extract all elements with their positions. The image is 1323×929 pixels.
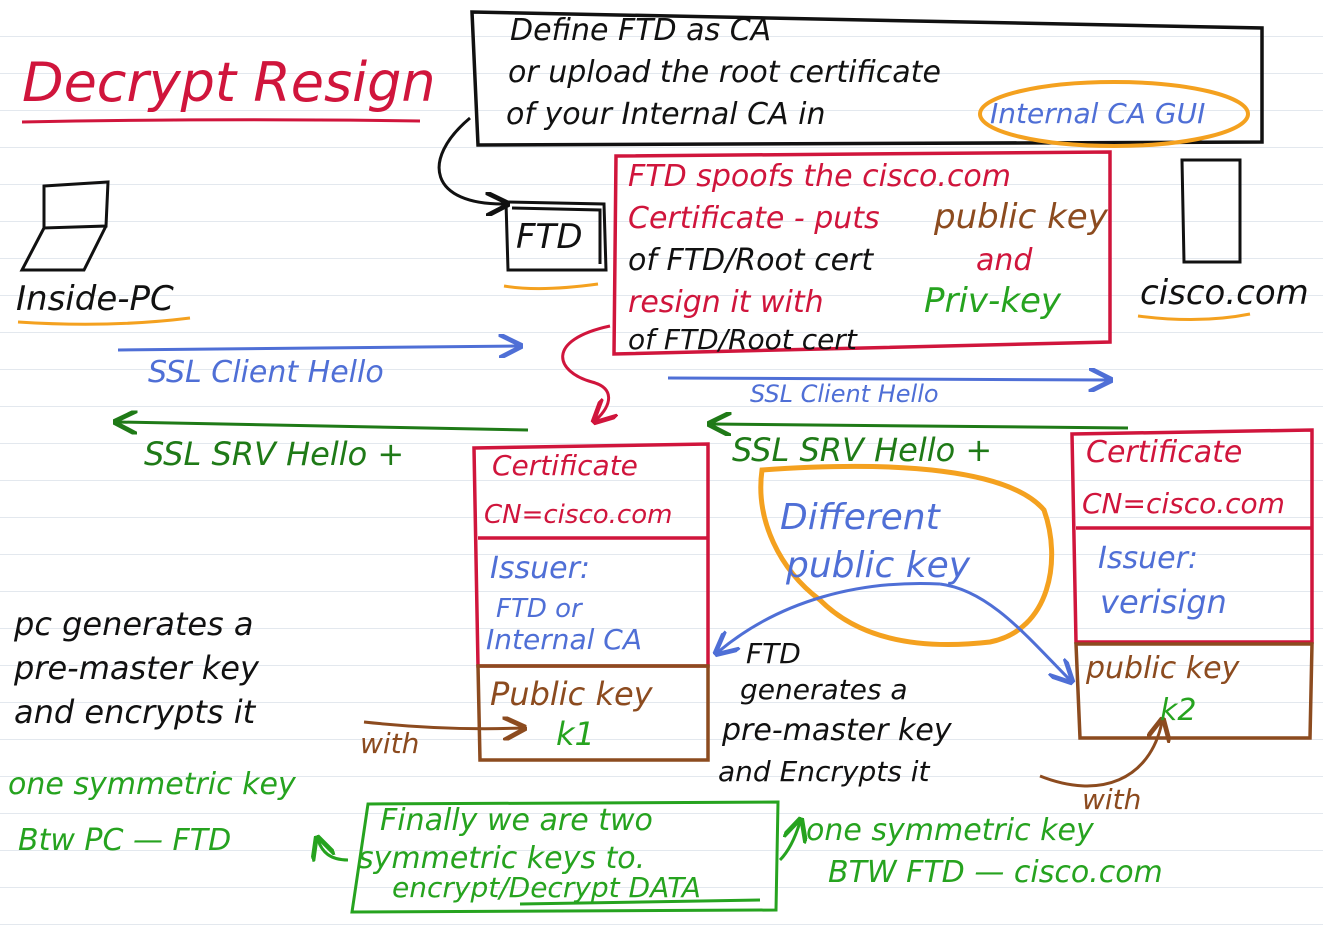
top-note-line3: of your Internal CA in (506, 97, 826, 132)
pc-with-arrow (363, 722, 522, 729)
title-underline (21, 118, 421, 124)
inside-pc-underline (17, 316, 191, 326)
ftd-note-box (612, 150, 1112, 356)
ftd-note-line3a: of FTD/Root cert (628, 243, 874, 278)
client-hello-label-2: SSL Client Hello (750, 380, 939, 408)
ftd-cert-issuer-label: Issuer: (490, 551, 591, 586)
different-key-line2: public key (786, 545, 971, 586)
top-note-highlight: Internal CA GUI (990, 97, 1206, 130)
ftd-gen-with: with (1082, 783, 1142, 816)
ftd-note-line4a: resign it with (628, 285, 824, 320)
sym-right-line2: BTW FTD — cisco.com (828, 855, 1163, 890)
ftd-underline (503, 282, 599, 291)
top-note-line2: or upload the root certificate (508, 55, 941, 90)
sym-left-line1: one symmetric key (8, 767, 296, 802)
server-hello-arrow-1 (118, 422, 529, 430)
internal-ca-highlight (978, 80, 1250, 148)
inside-pc-label: Inside-PC (16, 279, 174, 319)
ftd-cert-issuer-line2: Internal CA (486, 623, 643, 656)
different-key-line1: Different (780, 497, 940, 538)
different-key-outline (758, 463, 1055, 648)
top-note-box (470, 10, 1264, 147)
client-hello-label-1: SSL Client Hello (148, 355, 384, 390)
different-key-arrow-left (718, 582, 941, 652)
note-to-cert-arrow (561, 324, 610, 420)
client-hello-arrow-2 (667, 378, 1108, 380)
ftd-cert-cn: CN=cisco.com (484, 500, 673, 530)
page-title: Decrypt Resign (22, 51, 436, 114)
ftd-label: FTD (516, 217, 583, 257)
cisco-cert-title: Certificate (1086, 435, 1243, 470)
cisco-cert-cn: CN=cisco.com (1082, 487, 1285, 520)
ftd-cert-issuer-line1: FTD or (496, 594, 582, 624)
ftd-note-line2b: public key (934, 197, 1108, 237)
pc-note-with: with (360, 727, 420, 760)
sym-right-arrow (778, 822, 800, 862)
cisco-underline (1137, 312, 1251, 322)
ftd-gen-line2: generates a (740, 673, 908, 706)
sym-right-line1: one symmetric key (806, 813, 1094, 848)
ftd-gen-line1: FTD (746, 637, 801, 670)
cisco-cert-issuer-value: verisign (1100, 583, 1227, 621)
laptop-icon (19, 180, 110, 272)
server-hello-label-1: SSL SRV Hello + (144, 435, 405, 473)
final-underline (519, 898, 761, 906)
server-icon (1180, 158, 1242, 264)
cisco-cert-pubkey-label: public key (1086, 651, 1240, 686)
ftd-cert-title: Certificate (492, 449, 638, 482)
server-hello-arrow-2 (712, 424, 1129, 428)
ftd-note-line2a: Certificate - puts (628, 201, 880, 236)
pc-note-line3: and encrypts it (14, 693, 256, 731)
final-note-box (350, 800, 780, 914)
ftd-device-icon (504, 200, 608, 272)
note-to-ftd-arrow (437, 116, 505, 204)
server-hello-label-2: SSL SRV Hello + (732, 431, 993, 469)
ftd-note-line3b: and (976, 243, 1033, 278)
ftd-note-line1: FTD spoofs the cisco.com (628, 159, 1012, 194)
ftd-gen-line4: and Encrypts it (718, 755, 930, 788)
client-hello-arrow-1 (117, 346, 518, 350)
ftd-cert-pubkey-label: Public key (490, 675, 653, 713)
final-note-line2: symmetric keys to. (358, 841, 646, 876)
ftd-note-line5: of FTD/Root cert (628, 323, 857, 356)
sym-left-line2: Btw PC — FTD (18, 823, 232, 858)
pc-note-line2: pre-master key (14, 649, 259, 687)
cisco-cert-key: k2 (1160, 693, 1197, 728)
different-key-arrow-right (939, 582, 1070, 680)
cisco-cert-issuer-label: Issuer: (1098, 541, 1199, 576)
final-note-line1: Finally we are two (380, 803, 653, 838)
top-note-line1: Define FTD as CA (510, 13, 772, 48)
ftd-cert-key: k1 (556, 715, 595, 753)
final-note-line3: encrypt/Decrypt DATA (392, 871, 701, 904)
ftd-note-line4b: Priv-key (924, 281, 1062, 321)
cisco-certificate-box (1070, 428, 1314, 740)
ftd-with-arrow (1039, 722, 1162, 788)
pc-note-line1: pc generates a (14, 605, 254, 643)
cisco-label: cisco.com (1140, 273, 1309, 313)
sym-left-arrow (318, 840, 349, 860)
ftd-gen-line3: pre-master key (722, 713, 952, 748)
